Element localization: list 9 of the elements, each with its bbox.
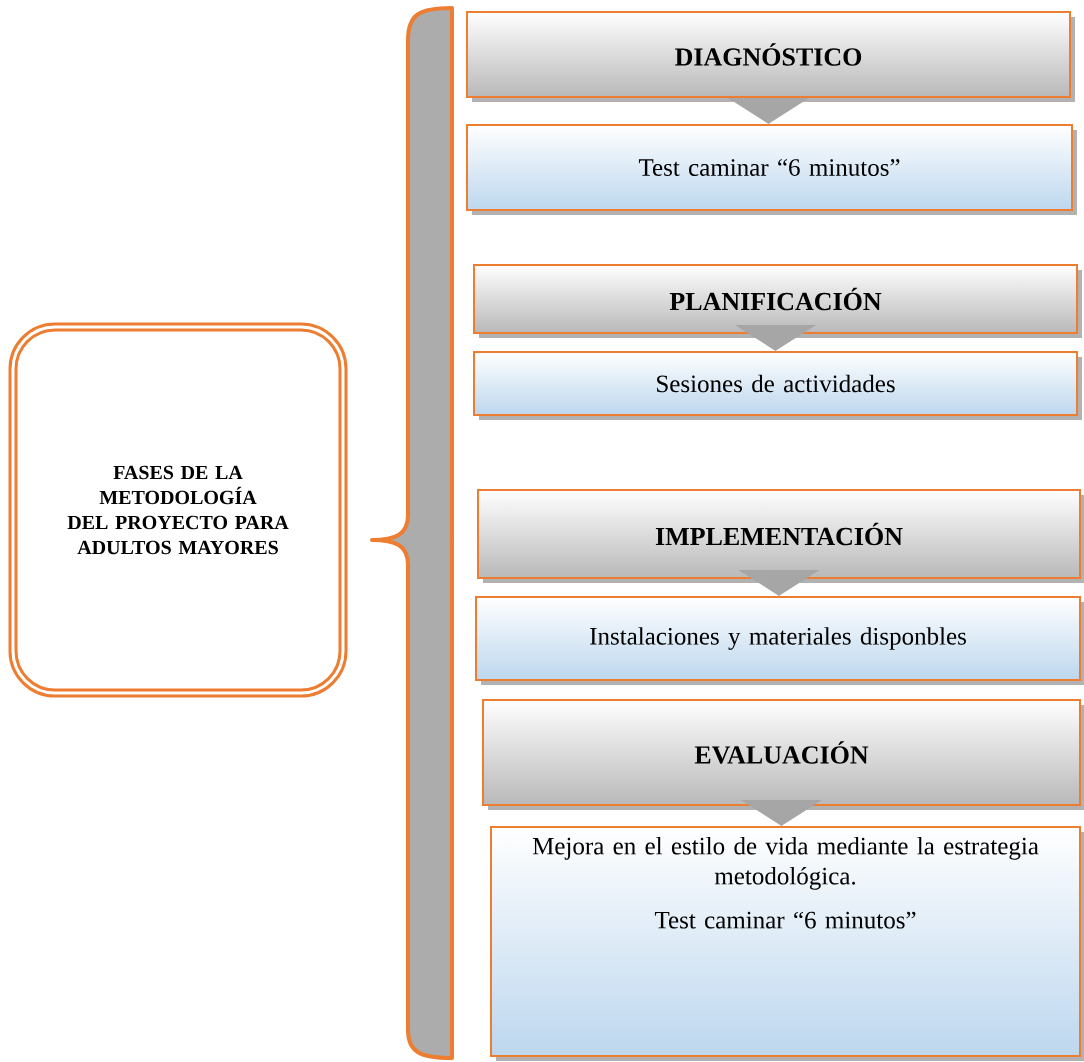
text-box: Sesiones de actividades [473,351,1082,420]
phase-box: IMPLEMENTACIÓN [477,489,1084,583]
text-box: Mejora en el estilo de vida mediante la estrategia metodológica. Test caminar “6 minutos” [490,826,1084,1061]
phase-box: EVALUACIÓN [482,699,1084,810]
text-box: Instalaciones y materiales disponbles [475,596,1084,685]
phase-box: DIAGNÓSTICO [466,11,1075,102]
text-box: Test caminar “6 minutos” [466,124,1077,215]
phase-box: PLANIFICACIÓN [473,264,1082,338]
rounded-box: FASES DE LA METODOLOGÍA DEL PROYECTO PARA ADULTOS MAYORES [8,322,348,698]
